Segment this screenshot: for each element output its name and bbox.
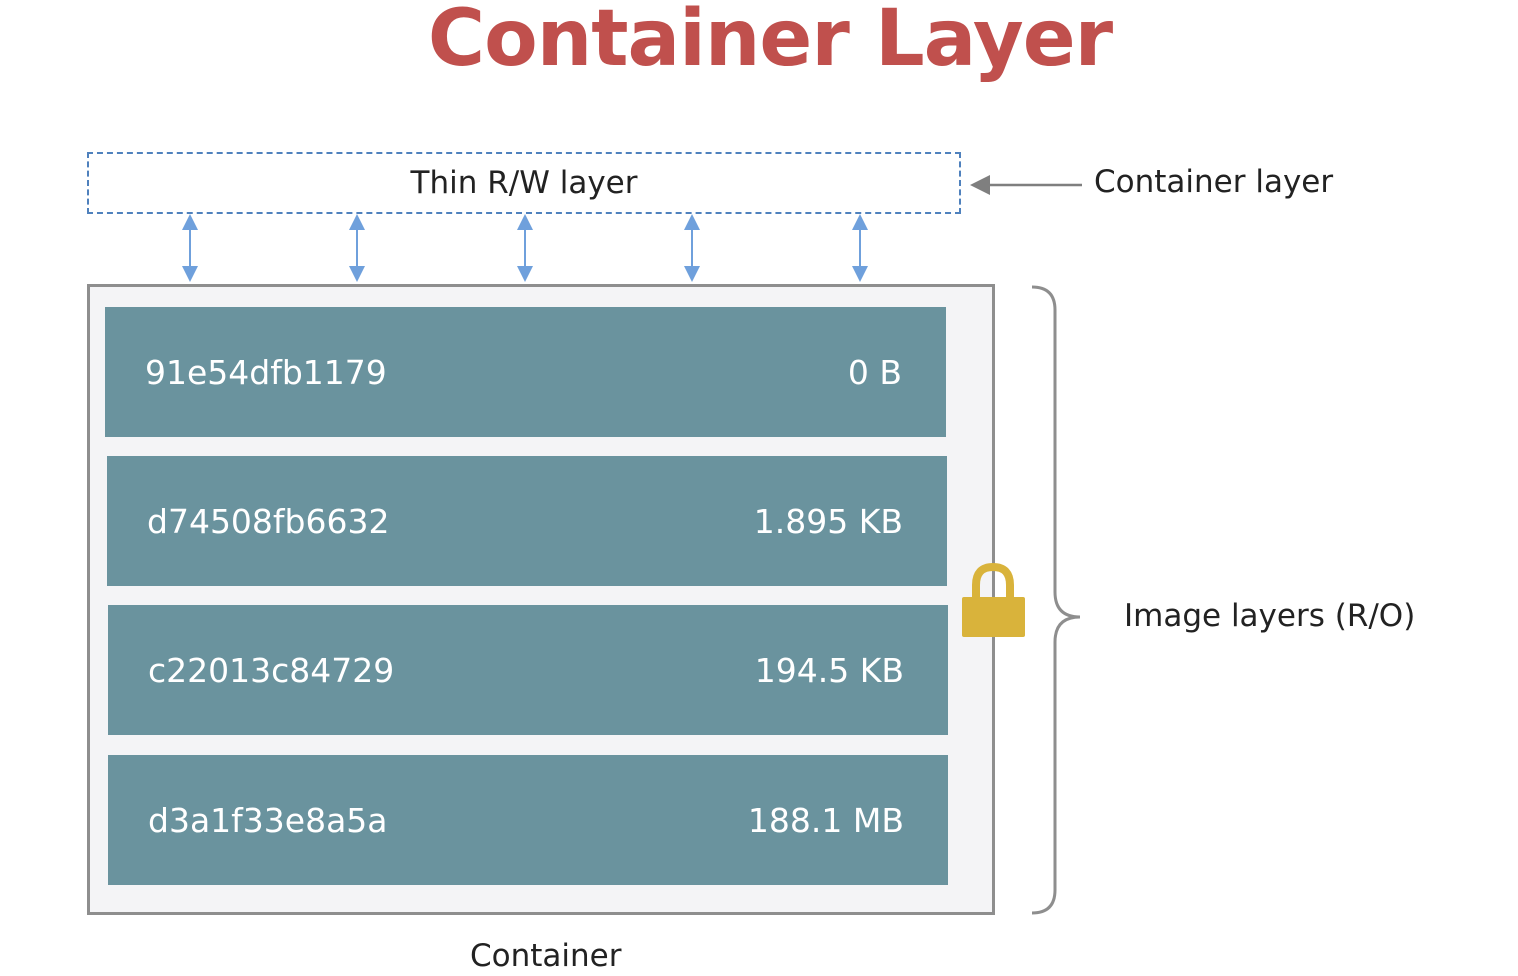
image-layer: d3a1f33e8a5a 188.1 MB: [108, 755, 948, 885]
page-title: Container Layer: [427, 0, 1113, 84]
container-label: Container: [470, 938, 622, 974]
layer-id: 91e54dfb1179: [145, 352, 387, 392]
thin-rw-layer-box: Thin R/W layer: [87, 152, 961, 214]
lock-icon: [962, 562, 1025, 637]
layer-size: 194.5 KB: [754, 650, 904, 690]
thin-rw-layer-label: Thin R/W layer: [410, 165, 638, 201]
image-layer: d74508fb6632 1.895 KB: [107, 456, 947, 586]
container-layer-label: Container layer: [1094, 164, 1334, 200]
layer-size: 188.1 MB: [747, 800, 904, 840]
image-layer: c22013c84729 194.5 KB: [108, 605, 948, 735]
image-layer: 91e54dfb1179 0 B: [105, 307, 946, 437]
layer-id: d74508fb6632: [147, 501, 390, 541]
layer-size: 1.895 KB: [753, 501, 903, 541]
brace-icon: [1031, 285, 1081, 915]
layer-id: c22013c84729: [148, 650, 395, 690]
layer-size: 0 B: [847, 352, 902, 392]
layer-id: d3a1f33e8a5a: [148, 800, 388, 840]
image-layers-label: Image layers (R/O): [1124, 598, 1416, 634]
